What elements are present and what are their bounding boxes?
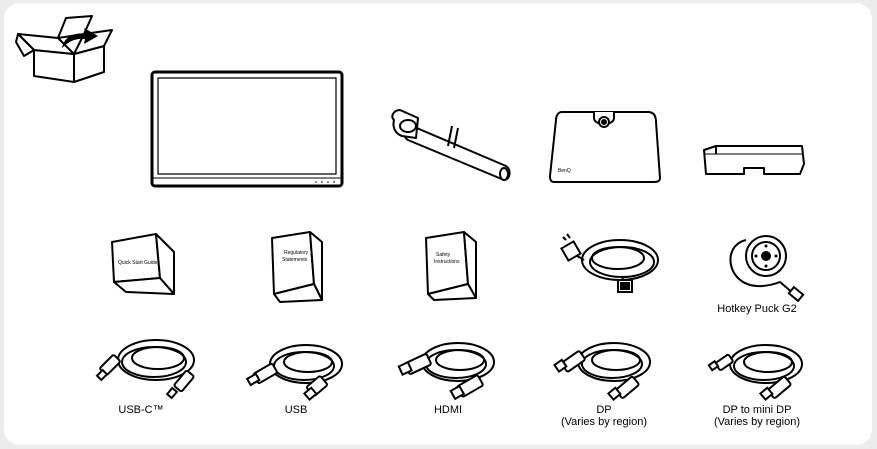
stand-arm-illustration: [388, 104, 518, 184]
safety-instructions-booklet: Safety Instructions: [424, 230, 478, 300]
dp-to-mini-dp-label: DP to mini DP (Varies by region): [714, 404, 800, 428]
regulatory-text-2: Statements: [282, 257, 308, 263]
dp-cable-illustration: [556, 334, 656, 402]
power-cord-illustration: [562, 230, 662, 294]
quick-start-guide-text: Quick Start Guide: [118, 260, 158, 266]
usb-c-label: USB-C™: [118, 404, 164, 416]
usb-cable-illustration: [248, 336, 348, 402]
dp-to-mini-dp-label-line1: DP to mini DP: [722, 404, 792, 416]
dp-label-line2: (Varies by region): [561, 416, 647, 428]
usb-label: USB: [284, 404, 308, 416]
dp-label: DP (Varies by region): [561, 404, 647, 428]
hdmi-cable-illustration: [400, 334, 500, 400]
safety-text-2: Instructions: [434, 259, 460, 265]
monitor-illustration: [150, 70, 344, 188]
stand-base-illustration: BenQ: [548, 106, 662, 184]
unboxing-icon: [12, 12, 118, 84]
package-contents-panel: [4, 3, 872, 445]
base-logo: BenQ: [558, 168, 571, 174]
regulatory-text-1: Regulatory: [284, 250, 309, 256]
usb-c-cable-illustration: [96, 330, 200, 400]
hdmi-label: HDMI: [433, 404, 463, 416]
dp-to-mini-dp-cable-illustration: [708, 336, 808, 402]
quick-start-guide-booklet: Quick Start Guide: [110, 232, 176, 296]
hotkey-puck-illustration: [722, 230, 806, 302]
regulatory-statements-booklet: Regulatory Statements: [270, 230, 324, 302]
safety-text-1: Safety: [436, 252, 451, 258]
dp-to-mini-dp-label-line2: (Varies by region): [714, 416, 800, 428]
dp-label-line1: DP: [596, 404, 612, 416]
cable-cover-illustration: [702, 144, 806, 178]
hotkey-puck-label: Hotkey Puck G2: [717, 303, 797, 315]
